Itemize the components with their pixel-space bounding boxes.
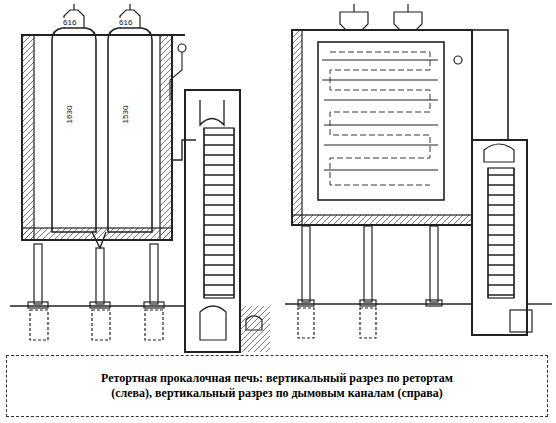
caption-box: Ретортная прокалочная печь: вертикальный… (6, 355, 548, 417)
right-section (285, 4, 552, 338)
diameter-label: 616 (62, 18, 77, 27)
caption: Ретортная прокалочная печь: вертикальный… (87, 371, 467, 401)
left-section (10, 4, 270, 352)
dimension-label: 1630 (65, 105, 74, 125)
diameter-label: 616 (118, 18, 133, 27)
dimension-label: 1530 (121, 105, 130, 125)
